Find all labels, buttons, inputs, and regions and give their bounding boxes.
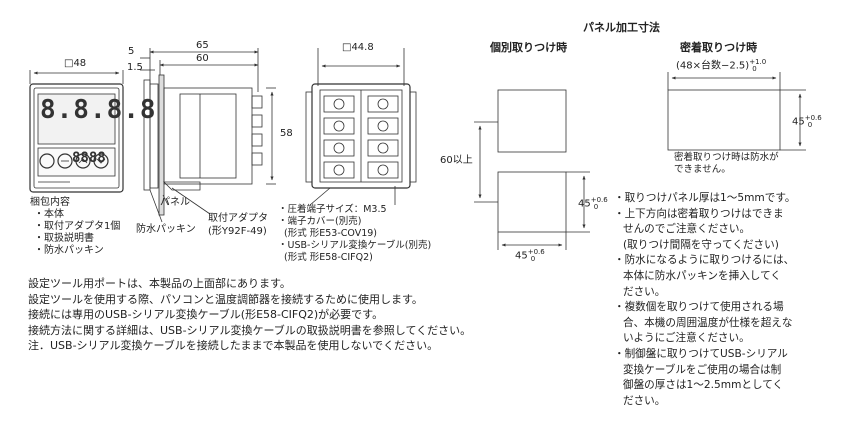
bullet-line: せんのでご注意ください。: [623, 223, 751, 236]
note-line: 設定ツールを使用する際、パソコンと温度調節器を接続するために使用します。: [28, 292, 423, 306]
dim-58: 58: [280, 128, 293, 139]
callout-panel: パネル: [160, 197, 190, 208]
side-view: [140, 48, 276, 223]
accessory-line: ・USB-シリアル変換ケーブル(別売): [278, 240, 432, 251]
grouped-note-line1: 密着取りつけ時は防水が: [674, 152, 779, 163]
individual-heading: 個別取りつけ時: [490, 41, 568, 54]
bullet-line: ださい。: [623, 394, 666, 407]
note-line: 接続方法に関する詳細は、USB-シリアル変換ケーブルの取扱説明書を参照してくださ…: [28, 323, 472, 337]
note-line: 注．USB-シリアル変換ケーブルを接続したままで本製品を使用しないでください。: [28, 339, 439, 352]
bullet-line: ・上下方向は密着取りつけはできま: [614, 207, 784, 220]
front-display-lower: 8888: [72, 150, 106, 166]
accessory-line: (形式 形E58-CIFQ2): [284, 252, 373, 263]
panel-cutout-title: パネル加工寸法: [583, 21, 660, 34]
dim-65: 65: [196, 40, 209, 51]
bullet-line: 本体に防水パッキンを挿入してく: [623, 269, 781, 282]
note-line: 接続には専用のUSB-シリアル変換ケーブル(形E58-CIFQ2)が必要です。: [28, 308, 384, 321]
grouped-cutout: [667, 72, 806, 151]
bullet-line: 変換ケーブルをご使用の場合は制: [623, 363, 782, 376]
package-item: ・本体: [34, 209, 64, 220]
bullet-line: ・制御盤に取りつけてUSB-シリアル: [614, 347, 788, 360]
dim-rear-width: □44.8: [342, 42, 374, 53]
bullet-line: ・防水になるように取りつけるには、: [614, 254, 795, 267]
bullet-line: 御盤の厚さは1～2.5mmとしてく: [623, 379, 784, 392]
dim-front-width: □48: [64, 58, 87, 69]
front-view: [29, 70, 124, 193]
package-item: ・取付アダプタ1個: [34, 221, 121, 232]
dim-45-horizontal: 45+0.60: [515, 248, 545, 264]
grouped-heading: 密着取りつけ時: [680, 41, 758, 54]
accessory-line: ・端子カバー(別売): [278, 216, 362, 227]
bullet-line: ださい。: [623, 285, 666, 298]
package-item: ・防水パッキン: [34, 245, 104, 256]
accessory-line: (形式 形E53-COV19): [284, 228, 377, 239]
bullet-line: いようにご注意ください。: [623, 332, 750, 345]
callout-bracket-line1: 取付アダプタ: [208, 213, 268, 224]
dim-60: 60: [196, 53, 209, 64]
package-item: ・取扱説明書: [34, 233, 94, 244]
dim-5: 5: [128, 46, 135, 57]
usb-notes: 設定ツール用ポートは、本製品の上面部にあります。 設定ツールを使用する際、パソコ…: [28, 276, 471, 354]
dim-1-5: 1.5: [127, 62, 143, 73]
callout-gasket: 防水パッキン: [136, 224, 196, 235]
cutout-bullets: ・取りつけパネル厚は1～5mmです。 ・上下方向は密着取りつけはできま せんので…: [614, 191, 795, 409]
bullet-line: ・取りつけパネル厚は1～5mmです。: [614, 192, 796, 204]
bullet-line: ・複数個を取りつけて使用される場: [614, 301, 784, 314]
package-contents: 梱包内容 ・本体 ・取付アダプタ1個 ・取扱説明書 ・防水パッキン: [30, 197, 120, 257]
front-display-upper: 8.8.8.8: [40, 95, 157, 125]
rear-view: [305, 48, 417, 206]
grouped-dim-45: 45+0.60: [792, 114, 822, 130]
accessory-line: ・圧着端子サイズ：M3.5: [278, 204, 387, 215]
package-contents-title: 梱包内容: [30, 197, 70, 208]
bullet-line: (取りつけ間隔を守ってください): [623, 238, 779, 251]
dim-45-vertical: 45+0.60: [578, 196, 608, 212]
grouped-formula: (48×台数−2.5)+1.00: [676, 58, 767, 74]
individual-cutout: [474, 89, 590, 250]
callout-bracket-line2: (形Y92F-49): [208, 226, 267, 237]
dim-60-min: 60以上: [440, 155, 473, 166]
accessories-list: ・圧着端子サイズ：M3.5 ・端子カバー(別売) (形式 形E53-COV19)…: [278, 204, 431, 264]
bullet-line: 合、本機の周囲温度が仕様を超えな: [623, 316, 793, 329]
note-line: 設定ツール用ポートは、本製品の上面部にあります。: [28, 277, 291, 290]
grouped-note-line2: できません。: [674, 164, 731, 175]
